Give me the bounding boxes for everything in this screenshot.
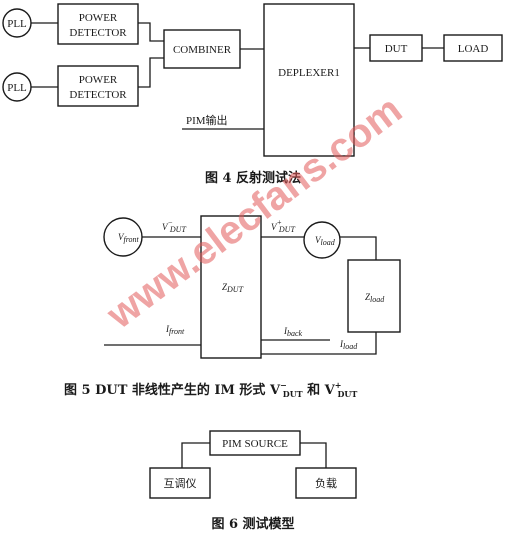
pll-label-1: PLL <box>7 18 27 30</box>
detector2-to-combiner-line <box>138 57 164 88</box>
pim-output-label: PIM输出 <box>186 113 228 127</box>
power-detector-2 <box>57 65 139 107</box>
detector1-to-combiner-line <box>138 22 164 42</box>
z-load-box <box>347 259 401 333</box>
figure-6: PIM SOURCE 互调仪 负载 图 6 测试模型 <box>149 430 357 532</box>
v-dut-plus-label: V+DUT <box>271 218 295 234</box>
figure-4: PLL PLL POWER DETECTOR POWER DETECTOR CO… <box>2 3 503 186</box>
i-front-label: Ifront <box>165 324 185 336</box>
load-label-fig6: 负载 <box>315 476 337 490</box>
dut-label: DUT <box>385 43 408 55</box>
pim-to-left-wire <box>181 442 210 468</box>
figure-5-caption: 图 5 DUT 非线性产生的 IM 形式 V−DUT 和 V+DUT <box>64 380 357 399</box>
load-box-fig6 <box>295 467 357 499</box>
intermod-meter-box <box>149 467 211 499</box>
i-load-label: Iload <box>339 339 358 351</box>
pll-label-2: PLL <box>7 82 27 94</box>
deplexer-label: DEPLEXER1 <box>278 67 340 79</box>
power-detector-2-line1: POWER <box>79 74 118 86</box>
figure-6-caption: 图 6 测试模型 <box>211 516 294 532</box>
z-dut-box <box>200 215 262 359</box>
pim-to-right-wire <box>300 442 327 468</box>
z-dut-label: ZDUT <box>222 282 244 294</box>
vload-to-zload-wire <box>340 236 377 260</box>
v-front-label: Vfront <box>118 232 140 244</box>
v-load-source <box>303 221 341 259</box>
figure-4-caption: 图 4 反射测试法 <box>205 170 301 186</box>
v-dut-minus-label: V−DUT <box>162 218 186 234</box>
load-label: LOAD <box>458 43 489 55</box>
pim-source-label: PIM SOURCE <box>222 438 288 450</box>
power-detector-1-line2: DETECTOR <box>69 27 127 39</box>
dut-box <box>369 34 423 62</box>
zload-return-wire <box>261 332 377 355</box>
combiner-label: COMBINER <box>173 44 232 56</box>
intermod-meter-label: 互调仪 <box>164 477 197 490</box>
load-box <box>443 34 503 62</box>
figure-5: Vfront V−DUT Ifront ZDUT V+DUT Vload Zlo… <box>64 215 401 399</box>
power-detector-2-line2: DETECTOR <box>69 89 127 101</box>
pim-source-box <box>209 430 301 456</box>
z-load-label: Zload <box>365 292 385 304</box>
v-load-label: Vload <box>315 235 336 247</box>
i-back-label: Iback <box>283 326 303 338</box>
deplexer-box <box>263 3 355 157</box>
power-detector-1 <box>57 3 139 45</box>
power-detector-1-line1: POWER <box>79 12 118 24</box>
